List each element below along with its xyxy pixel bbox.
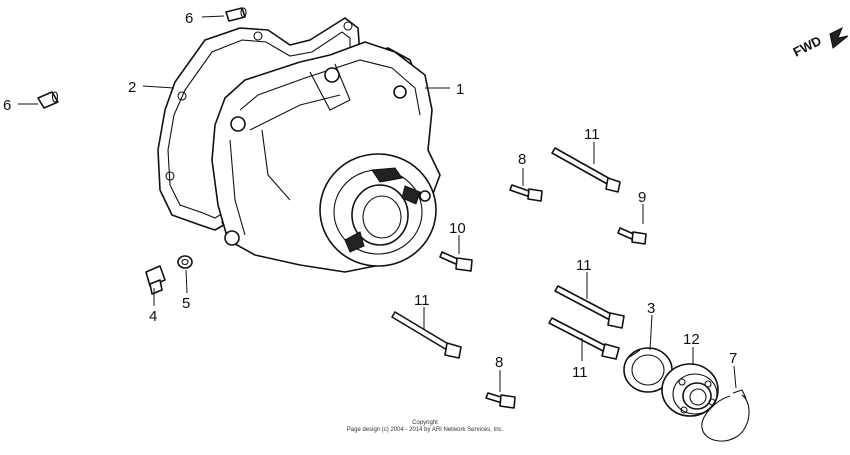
callout-8-lower: 8 [495,354,503,371]
copyright-line: Copyright [412,420,438,426]
long-bolt-mid-right[interactable] [554,285,625,329]
bearing[interactable] [661,363,719,417]
callout-9: 9 [638,189,646,206]
crankcase-cover[interactable] [211,41,441,273]
callout-12: 12 [683,331,700,348]
callout-8-upper: 8 [518,151,526,168]
callout-6-upper: 6 [185,10,193,27]
bolt-4[interactable] [145,265,166,295]
callout-11-upper: 11 [584,126,600,143]
callouts: 6 6 2 1 11 8 9 10 4 5 11 11 3 12 7 11 8 [3,10,737,381]
callout-6-left: 6 [3,97,11,114]
callout-2: 2 [128,79,136,96]
callout-11-left: 11 [414,292,430,309]
short-bolt-10[interactable] [439,251,473,272]
copyright-notice: Page design (c) 2004 - 2014 by ARI Netwo… [346,427,504,433]
callout-5: 5 [182,295,190,312]
dowel-pin-left[interactable] [37,91,59,109]
callout-3: 3 [647,300,655,317]
short-bolt-8-lower[interactable] [485,392,516,409]
short-bolt-9[interactable] [617,227,647,245]
long-bolt-lower-right[interactable] [548,317,620,360]
dowel-pin-upper[interactable] [225,7,247,22]
long-bolt-upper[interactable] [551,147,621,193]
washer-5[interactable] [177,255,193,269]
leader-lines [18,15,737,392]
short-bolt-8-upper[interactable] [509,184,543,202]
callout-11-mid: 11 [576,257,592,274]
callout-7: 7 [729,350,737,367]
forward-arrow-icon [829,26,849,49]
callout-4: 4 [149,308,157,325]
callout-11-lower: 11 [572,364,588,381]
snap-ring[interactable] [701,389,750,442]
callout-1: 1 [456,81,464,98]
fwd-label: FWD [791,33,824,60]
long-bolt-left[interactable] [391,311,462,359]
callout-10: 10 [449,220,466,237]
